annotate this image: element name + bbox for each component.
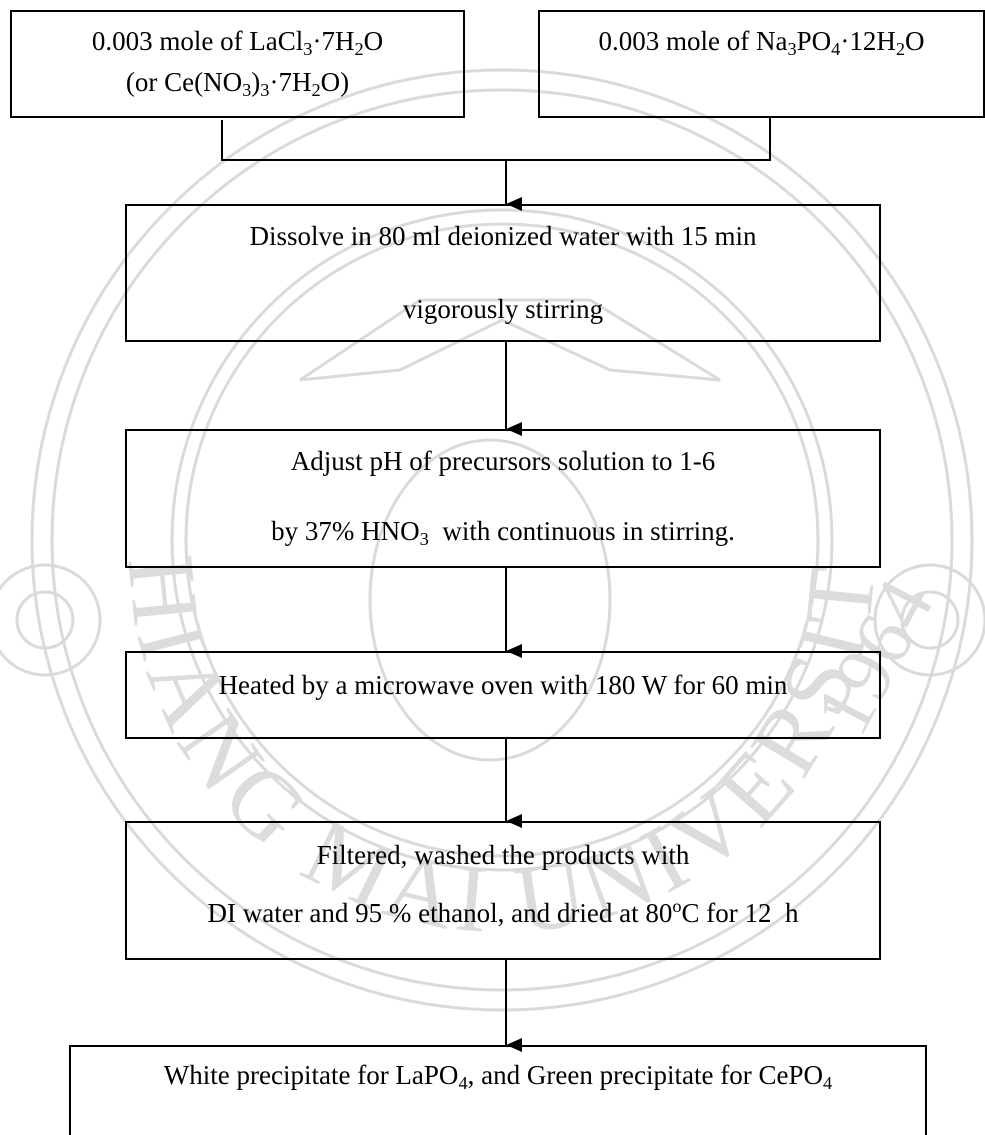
merge-connector — [221, 118, 771, 161]
step-filter-line2: DI water and 95 % ethanol, and dried at … — [207, 895, 799, 928]
input-box-na3po4: 0.003 mole of Na3PO4·12H2O — [538, 10, 985, 118]
step-dissolve-line1: Dissolve in 80 ml deionized water with 1… — [249, 221, 757, 251]
input-lacl3-line2: (or Ce(NO3)3·7H2O) — [125, 67, 350, 101]
input-box-lacl3: 0.003 mole of LaCl3·7H2O (or Ce(NO3)3·7H… — [10, 10, 465, 118]
step-filter-line1: Filtered, washed the products with — [316, 840, 690, 870]
step-adjust-ph-box: Adjust pH of precursors solution to 1-6 … — [125, 429, 881, 568]
input-lacl3-line1: 0.003 mole of LaCl3·7H2O — [91, 26, 384, 60]
step-heat-line1: Heated by a microwave oven with 180 W fo… — [218, 670, 788, 700]
step-heat-box: Heated by a microwave oven with 180 W fo… — [125, 651, 881, 739]
input-na3po4-line1: 0.003 mole of Na3PO4·12H2O — [598, 26, 925, 60]
result-line1: White precipitate for LaPO4, and Green p… — [163, 1060, 833, 1094]
step-adjust-line2: by 37% HNO3 with continuous in stirring. — [271, 516, 735, 550]
result-box: White precipitate for LaPO4, and Green p… — [69, 1045, 927, 1135]
step-dissolve-box: Dissolve in 80 ml deionized water with 1… — [125, 204, 881, 342]
step-dissolve-line2: vigorously stirring — [402, 294, 604, 324]
step-filter-box: Filtered, washed the products with DI wa… — [125, 821, 881, 960]
step-adjust-line1: Adjust pH of precursors solution to 1-6 — [290, 446, 716, 476]
